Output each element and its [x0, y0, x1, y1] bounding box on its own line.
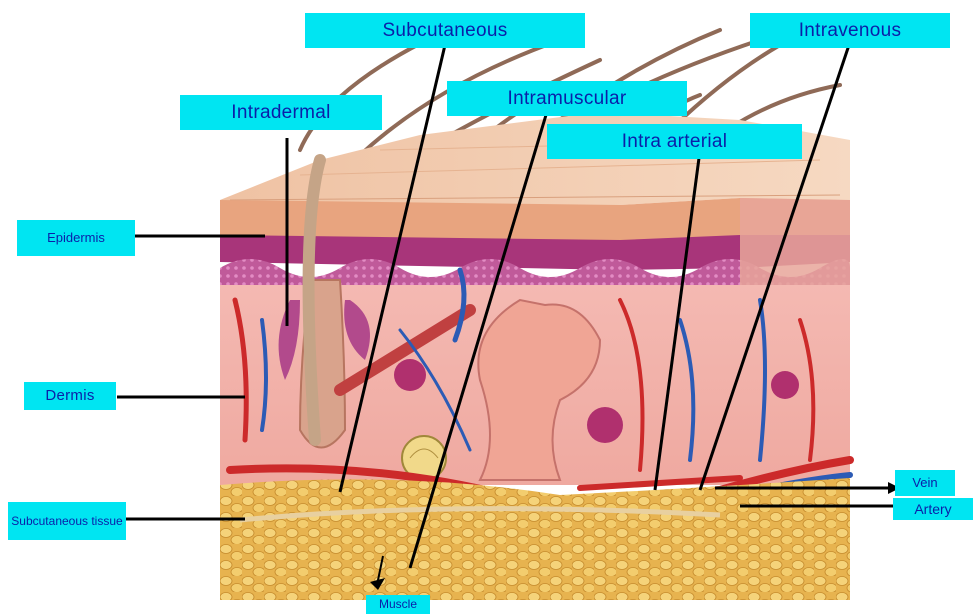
intramuscular-route-label: Intramuscular	[447, 81, 687, 116]
epidermis-label: Epidermis	[17, 220, 135, 256]
dermis-label: Dermis	[24, 382, 116, 410]
intravenous-route-label: Intravenous	[750, 13, 950, 48]
subcutaneous-tissue-label: Subcutaneous tissue	[8, 502, 126, 540]
subcutaneous-fat-layer	[220, 478, 850, 600]
muscle-label: Muscle	[366, 595, 430, 614]
vein-label: Vein	[895, 470, 955, 496]
intra-arterial-route-label: Intra arterial	[547, 124, 802, 159]
subcutaneous-route-label: Subcutaneous	[305, 13, 585, 48]
artery-label: Artery	[893, 498, 973, 520]
intradermal-route-label: Intradermal	[180, 95, 382, 130]
